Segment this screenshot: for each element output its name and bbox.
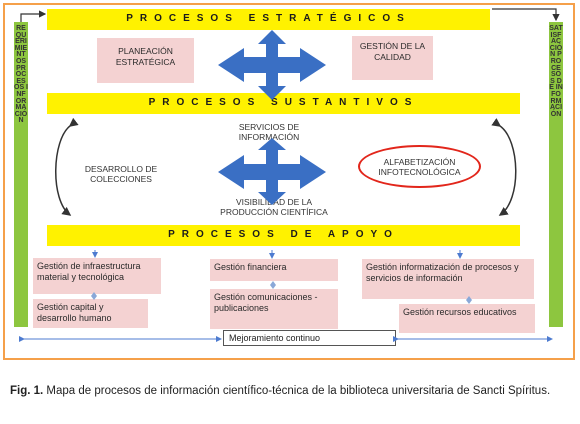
box-gestion-capital: Gestión capital y desarrollo humano (33, 299, 148, 328)
band-procesos-sustantivos: PROCESOS SUSTANTIVOS (47, 93, 520, 114)
box-gestion-infraestructura: Gestión de infraestructura material y te… (33, 258, 161, 294)
box-mejoramiento-continuo: Mejoramiento continuo (223, 330, 396, 346)
label-alfabetizacion: ALFABETIZACIÓN INFOTECNOLÓGICA (378, 156, 461, 177)
side-satisfaccion: SATISFACCIÓN PROCESOS DE INFORMACIÓN (549, 22, 563, 327)
diamond-connectors (91, 281, 472, 304)
caption-text: Mapa de procesos de información científi… (43, 385, 551, 397)
side-requerimientos: REQUERIMIENTOS PROCESOS INFORMACIÓN (14, 22, 28, 327)
ellipse-alfabetizacion: ALFABETIZACIÓN INFOTECNOLÓGICA (358, 145, 481, 188)
four-way-arrow-middle (218, 138, 326, 205)
band-procesos-estrategicos: PROCESOS ESTRATÉGICOS (47, 9, 490, 30)
box-gestion-calidad: GESTIÓN DE LA CALIDAD (352, 36, 433, 80)
curved-arrow-left (55, 117, 79, 216)
figure-caption: Fig. 1. Mapa de procesos de información … (10, 384, 575, 398)
connector-top-left (20, 10, 47, 22)
label-desarrollo-colecciones: DESARROLLO DE COLECCIONES (84, 164, 158, 184)
connector-top-right (492, 8, 560, 22)
four-way-arrow-top (218, 30, 326, 100)
band-procesos-apoyo: PROCESOS DE APOYO (47, 225, 520, 246)
box-planeacion-estrategica: PLANEACIÓN ESTRATÉGICA (97, 38, 194, 83)
box-gestion-financiera: Gestión financiera (210, 259, 338, 281)
box-gestion-informatizacion: Gestión informatización de procesos y se… (362, 259, 534, 299)
label-servicios-informacion: SERVICIOS DE INFORMACIÓN (238, 122, 300, 142)
box-gestion-comunicaciones: Gestión comunicaciones - publicaciones (210, 289, 338, 329)
curved-arrow-right (491, 118, 517, 216)
caption-label: Fig. 1. (10, 385, 44, 397)
box-gestion-recursos: Gestión recursos educativos (399, 304, 535, 333)
apoyo-down-arrows (92, 250, 463, 259)
